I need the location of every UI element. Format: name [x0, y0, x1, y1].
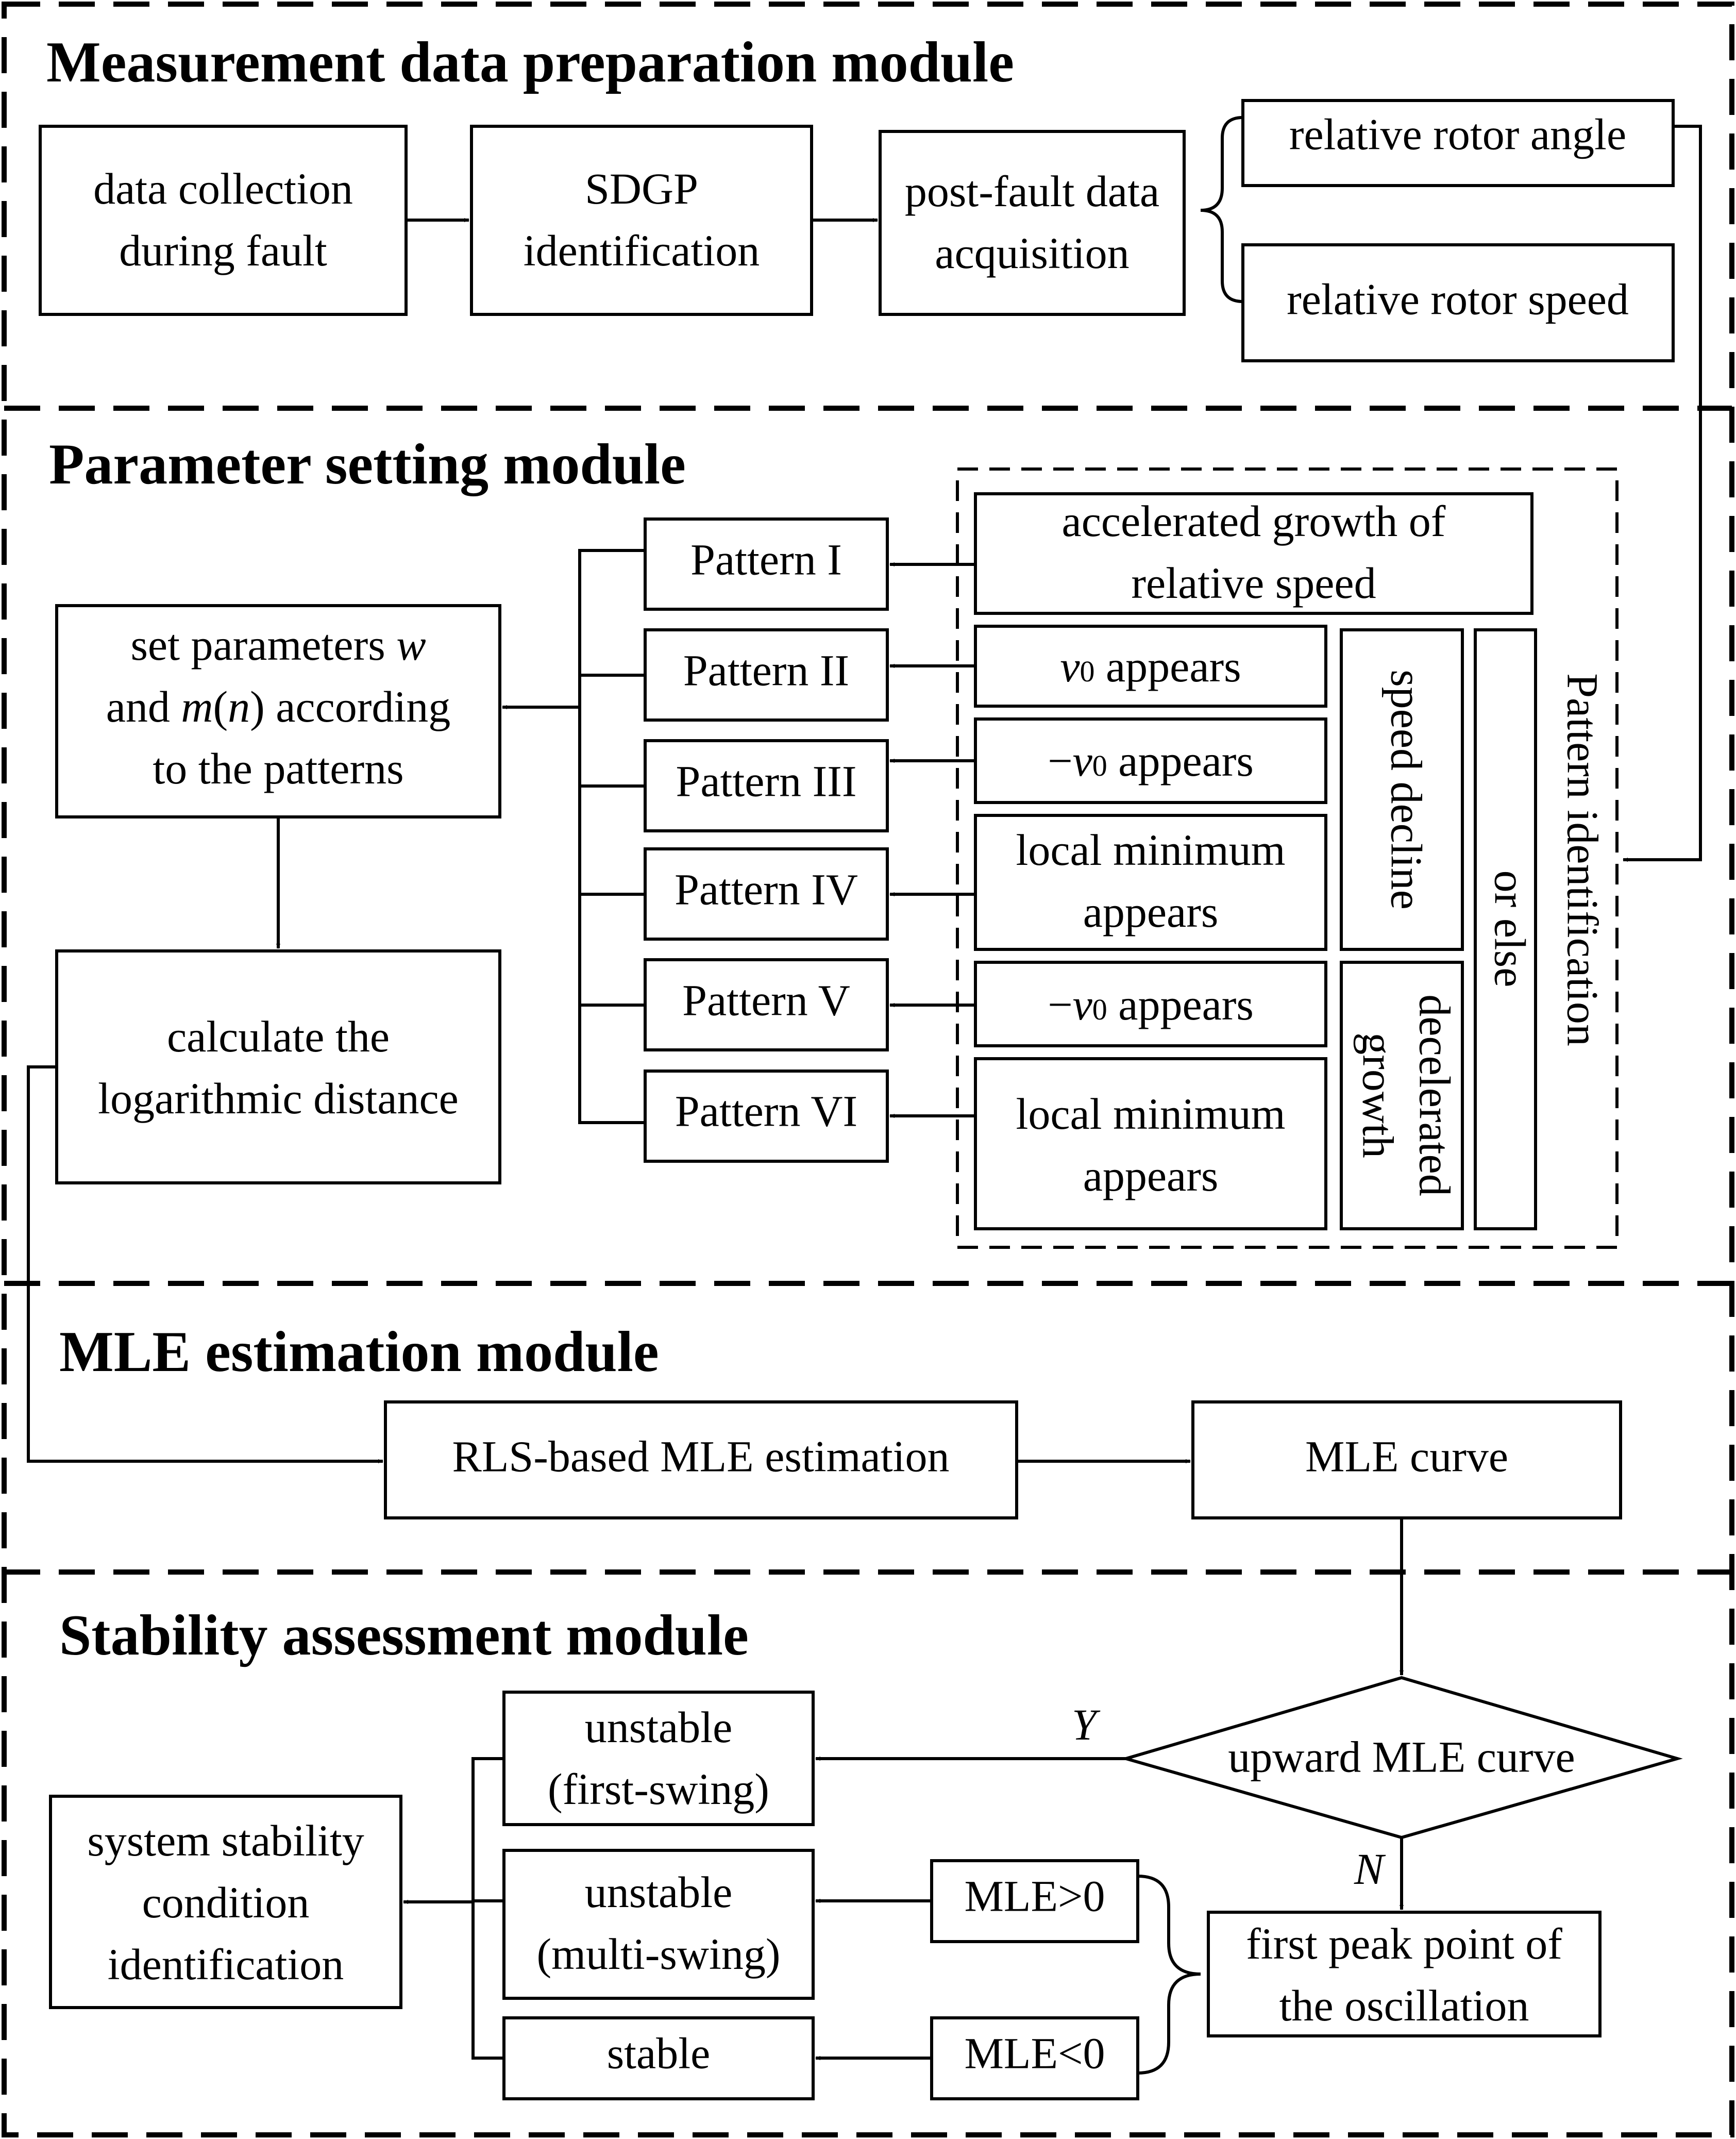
post-fault-line2: acquisition	[935, 228, 1129, 278]
parameter-module: Parameter setting module set parameters …	[49, 432, 1619, 1249]
curly-brace-outputs	[1200, 116, 1243, 303]
data-collection-line2: during fault	[119, 226, 327, 275]
pattern-3-box	[644, 739, 889, 832]
unstable-first-line2: (first-swing)	[548, 1764, 769, 1814]
first-peak-line2: the oscillation	[1279, 1981, 1529, 2030]
local-min-2-line1: local minimum	[1016, 1089, 1285, 1139]
mle-positive-label: MLE>0	[964, 1871, 1105, 1921]
neg-v0-appears-label-2: −v0 appears	[1048, 980, 1254, 1029]
or-else-label: or else	[1485, 871, 1535, 988]
set-params-line2: and m(n) according	[106, 682, 451, 731]
local-min-1-line1: local minimum	[1016, 825, 1285, 875]
decelerated-line1: decelerated	[1410, 994, 1459, 1196]
accel-growth-line2: relative speed	[1131, 558, 1376, 608]
data-collection-line1: data collection	[93, 164, 353, 213]
curly-brace-mle-sign	[1137, 1875, 1201, 2075]
rotor-speed-box	[1241, 243, 1675, 362]
calc-log-line2: logarithmic distance	[98, 1074, 459, 1123]
pattern-5-label: Pattern V	[682, 976, 850, 1025]
sdgp-identification-box	[470, 125, 813, 316]
pattern-3-label: Pattern III	[676, 757, 856, 806]
pattern-6-box	[644, 1070, 889, 1163]
mle-module-title: MLE estimation module	[59, 1320, 659, 1384]
result-bus-line	[471, 1757, 504, 2060]
rotor-speed-label: relative rotor speed	[1287, 275, 1629, 324]
rotor-angle-label: relative rotor angle	[1289, 110, 1626, 159]
system-stability-line3: identification	[108, 1940, 344, 1989]
post-fault-box	[879, 130, 1186, 316]
yes-label: Y	[1072, 1700, 1101, 1749]
local-min-box-2	[974, 1057, 1327, 1230]
neg-v0-appears-box-1	[974, 717, 1327, 804]
stability-module-title: Stability assessment module	[59, 1603, 749, 1667]
pattern-4-box	[644, 847, 889, 941]
unstable-multi-line1: unstable	[585, 1867, 733, 1917]
pattern-6-label: Pattern VI	[675, 1087, 857, 1136]
local-min-2-line2: appears	[1083, 1151, 1219, 1200]
set-params-line1: set parameters w	[130, 620, 426, 670]
calc-log-distance-box	[55, 949, 501, 1184]
system-stability-box	[49, 1795, 402, 2009]
sdgp-line2: identification	[524, 226, 760, 275]
neg-v0-appears-box-2	[974, 961, 1327, 1047]
system-stability-line1: system stability	[87, 1816, 364, 1865]
local-min-box-1	[974, 814, 1327, 951]
upward-mle-label: upward MLE curve	[1228, 1732, 1575, 1782]
measurement-module: Measurement data preparation module data…	[39, 30, 1702, 862]
stable-label: stable	[607, 2029, 711, 2078]
data-collection-box	[39, 125, 408, 316]
neg-v0-appears-label-1: −v0 appears	[1048, 736, 1254, 786]
decelerated-growth-box	[1340, 961, 1464, 1230]
system-stability-line2: condition	[142, 1878, 310, 1927]
pattern-identification-label: Pattern identification	[1558, 673, 1607, 1046]
stable-box	[502, 2016, 815, 2100]
v0-appears-label: v0 appears	[1060, 642, 1241, 691]
speed-decline-label: speed decline	[1381, 670, 1431, 910]
stability-module: Stability assessment module upward MLE c…	[49, 1518, 1683, 2100]
calc-log-line1: calculate the	[167, 1012, 390, 1061]
pattern-2-label: Pattern II	[683, 646, 849, 695]
mle-curve-label: MLE curve	[1305, 1432, 1508, 1481]
decelerated-line2: growth	[1353, 1032, 1403, 1158]
post-fault-line1: post-fault data	[905, 166, 1159, 216]
upward-mle-diamond	[1120, 1676, 1683, 1840]
arrow-rotor-to-pattern-identification	[1623, 125, 1702, 862]
pattern-5-box	[644, 958, 889, 1051]
sdgp-line1: SDGP	[585, 164, 698, 213]
accel-growth-box	[974, 492, 1533, 615]
arrow-calc-to-rls	[27, 1065, 383, 1463]
pattern-1-box	[644, 517, 889, 611]
unstable-first-line1: unstable	[585, 1702, 733, 1752]
mle-curve-box	[1191, 1400, 1622, 1519]
speed-decline-box	[1340, 628, 1464, 951]
unstable-multi-swing-box	[502, 1849, 815, 2000]
accel-growth-line1: accelerated growth of	[1062, 496, 1446, 546]
pattern-1-label: Pattern I	[690, 535, 842, 584]
rls-mle-label: RLS-based MLE estimation	[452, 1432, 950, 1481]
unstable-multi-line2: (multi-swing)	[537, 1929, 781, 1979]
v0-appears-box	[974, 625, 1327, 708]
parameter-module-title: Parameter setting module	[49, 432, 686, 496]
pattern-identification-dashed-group	[956, 467, 1619, 1249]
set-params-line3: to the patterns	[153, 744, 403, 793]
local-min-1-line2: appears	[1083, 887, 1219, 937]
rotor-angle-box	[1241, 99, 1675, 187]
or-else-box	[1474, 628, 1537, 1230]
pattern-4-label: Pattern IV	[675, 865, 858, 914]
first-peak-box	[1207, 1911, 1602, 2037]
mle-positive-box	[930, 1859, 1139, 1943]
first-peak-line1: first peak point of	[1246, 1919, 1562, 1968]
mle-negative-box	[930, 2016, 1139, 2100]
no-label: N	[1354, 1844, 1386, 1894]
measurement-module-title: Measurement data preparation module	[46, 30, 1014, 94]
set-parameters-box	[55, 604, 501, 818]
mle-negative-label: MLE<0	[964, 2029, 1105, 2078]
pattern-2-box	[644, 628, 889, 722]
unstable-first-swing-box	[502, 1691, 815, 1826]
mle-module: MLE estimation module RLS-based MLE esti…	[27, 1065, 1622, 1519]
pattern-bus-line	[578, 549, 645, 1124]
